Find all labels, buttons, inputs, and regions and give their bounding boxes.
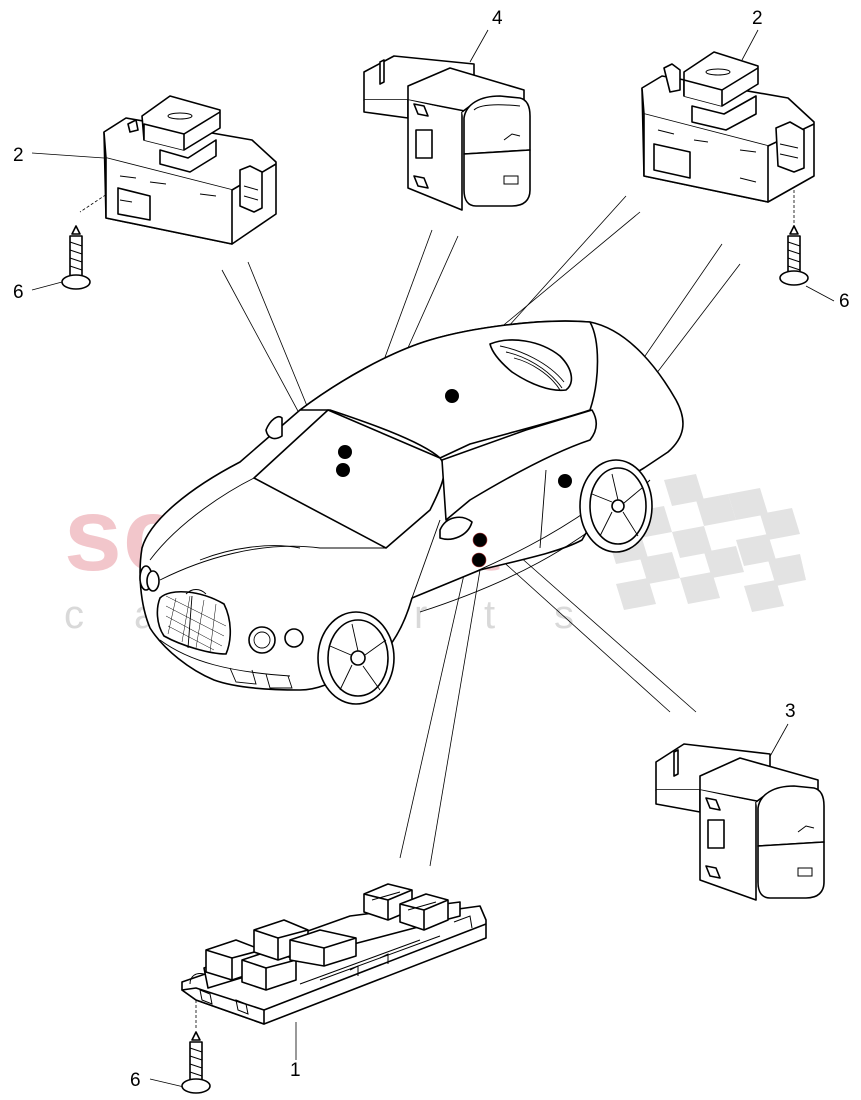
callout-3: 3 <box>785 701 796 722</box>
car-rear-wheel <box>579 459 653 553</box>
callout-4: 4 <box>492 8 503 29</box>
callout-6-right: 6 <box>839 291 850 312</box>
car-mirror <box>439 516 473 540</box>
callout-labels: 4 2 2 6 6 3 1 6 <box>13 8 850 1091</box>
callout-2-right: 2 <box>752 8 763 29</box>
car-side-window <box>441 409 598 521</box>
location-dot <box>445 389 459 403</box>
screw-right <box>779 225 809 286</box>
callout-1: 1 <box>290 1060 301 1081</box>
watermark-letter: r <box>414 593 427 637</box>
car-mirror-left <box>265 415 283 440</box>
car-headlight-right-inner <box>284 628 304 648</box>
car-illustration <box>139 320 684 705</box>
car-headlight-right-outer <box>248 626 276 654</box>
location-dot <box>558 474 572 488</box>
car-front-wheel <box>317 611 395 705</box>
watermark-letter: c <box>64 593 84 637</box>
location-dot <box>338 445 352 459</box>
car-roof-vent <box>489 339 573 392</box>
part-2-window-switch-left <box>103 95 277 245</box>
car-grille <box>156 590 232 655</box>
callout-6-bottom: 6 <box>130 1070 141 1091</box>
callout-2-left: 2 <box>13 145 24 166</box>
checkered-flag-logo <box>600 474 806 612</box>
car-headlight-left-inner <box>146 570 160 592</box>
location-dot <box>336 463 350 477</box>
part-2-window-switch-right <box>641 51 815 203</box>
location-dot <box>471 552 487 568</box>
location-dot <box>472 532 488 548</box>
screw-bottom <box>181 1031 211 1094</box>
callout-6-left: 6 <box>13 282 24 303</box>
part-4-roof-switch <box>363 55 531 211</box>
part-3-window-switch-rear <box>655 743 825 901</box>
watermark-letter: s <box>554 593 574 637</box>
car-windscreen <box>253 409 445 549</box>
screw-left <box>61 225 91 290</box>
watermark-letter: t <box>484 593 495 637</box>
part-1-master-window-switch <box>181 883 487 1025</box>
